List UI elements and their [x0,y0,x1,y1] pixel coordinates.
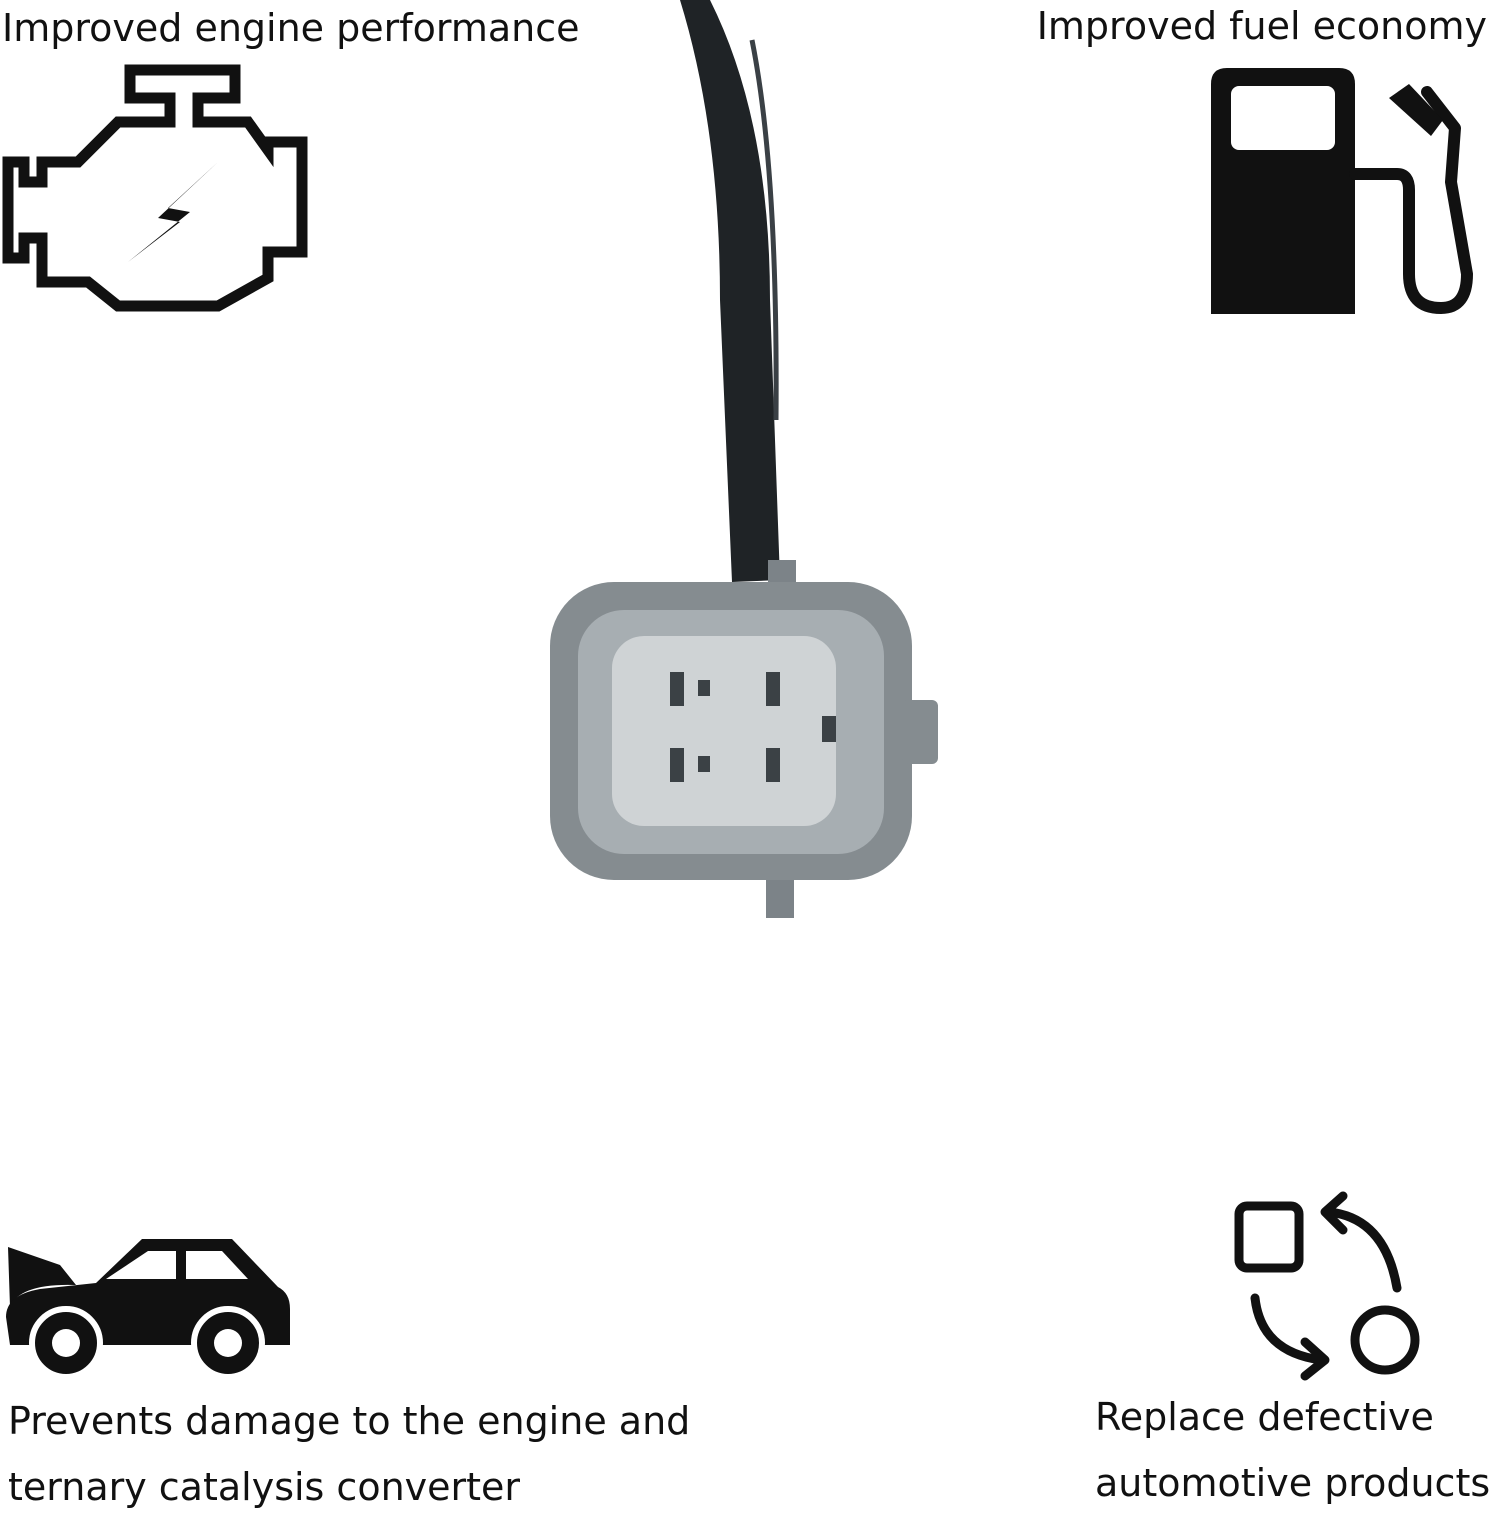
car-hood-open-icon [6,1239,290,1380]
replace-defective-caption: Replace defective automotive products [1095,1384,1490,1516]
fuel-pump-icon [1211,68,1473,314]
damage-prevention-caption: Prevents damage to the engine and ternar… [8,1388,690,1520]
replace-caption-line-2: automotive products [1095,1461,1491,1505]
engine-icon [2,64,308,312]
replace-caption-line-1: Replace defective [1095,1395,1434,1439]
damage-caption-line-1: Prevents damage to the engine and [8,1399,691,1443]
replace-cycle-icon [1234,1191,1420,1381]
engine-performance-caption: Improved engine performance [2,6,580,50]
fuel-economy-caption: Improved fuel economy [1036,4,1487,48]
damage-caption-line-2: ternary catalysis converter [8,1465,521,1509]
sensor-connector-image [550,0,938,918]
